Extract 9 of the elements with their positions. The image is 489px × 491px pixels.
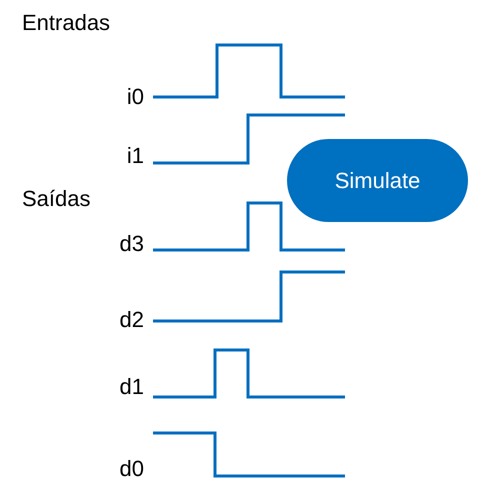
group-heading: Saídas [22,186,90,212]
group-heading: Entradas [22,10,110,36]
simulate-button: Simulate [287,139,468,222]
signal-name: d0 [118,456,144,482]
signal-name: d3 [118,231,144,257]
signal-name: i1 [126,143,144,169]
signal-name: d2 [118,307,144,333]
signal-name: d1 [118,374,144,400]
signal-name: i0 [126,84,144,110]
